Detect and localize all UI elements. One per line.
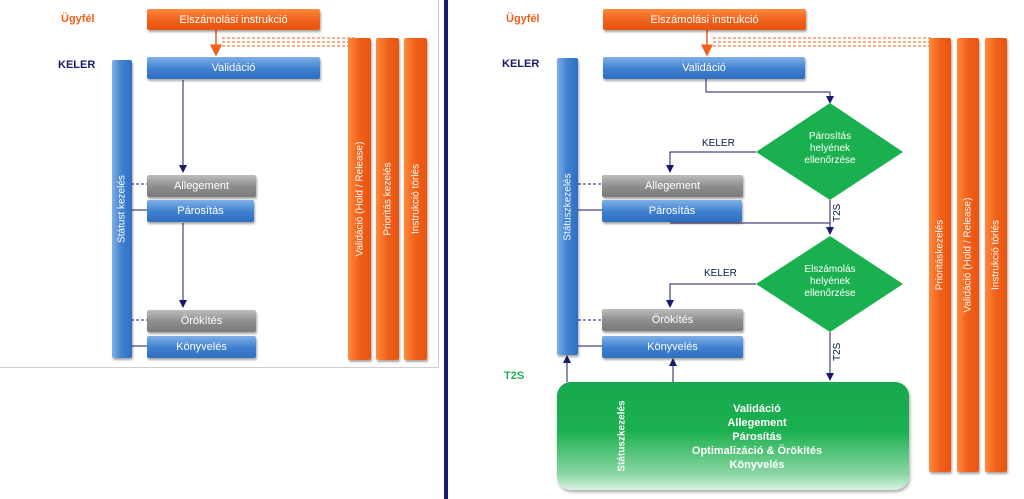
diamond2-label: Elszámolás helyének ellenőrzése: [804, 264, 856, 299]
diamond-settlement-location: [756, 236, 903, 332]
archiving-box: Örökítés: [602, 309, 743, 331]
status-management-bar: Státuszkezelés: [557, 58, 578, 355]
side-bar-validation: Validáció (Hold / Release): [957, 38, 979, 472]
side-bar-validation: Validáció (Hold / Release): [348, 38, 371, 360]
t2s-function-optimization: Optimalizáció & Örökítés: [691, 445, 823, 457]
side-bar-deletion-label: Instrukció törlés: [990, 219, 1002, 291]
diamond-matching-location: [756, 103, 903, 200]
booking-box: Könyvelés: [147, 336, 256, 358]
t2s-function-booking: Könyvelés: [729, 459, 785, 471]
edge-label-keler-1: KELER: [702, 138, 735, 149]
side-bar-priority-label: Prioritás kezelés: [382, 162, 393, 236]
matching-box: Párosítás: [147, 200, 254, 222]
validation-box: Validáció: [147, 57, 320, 79]
diamond1-label: Párosítás helyének ellenőrzése: [804, 131, 856, 166]
left-panel: Ügyfél KELER Elszámolási instrukció Vali…: [0, 0, 444, 499]
side-bar-priority: Prioritás kezelés: [376, 38, 399, 360]
t2s-function-validation: Validáció: [733, 403, 781, 415]
role-t2s: T2S: [504, 370, 525, 382]
edge-label-t2s-1: T2S: [832, 203, 843, 222]
side-bar-validation-label: Validáció (Hold / Release): [962, 197, 974, 313]
t2s-function-matching: Párosítás: [732, 431, 782, 443]
role-keler: KELER: [58, 59, 96, 71]
side-bar-priority-label: Prioritáskezelés: [934, 219, 946, 291]
status-management-label: Státust kezelés: [116, 175, 128, 243]
archiving-box: Örökítés: [147, 310, 256, 332]
side-bar-deletion-label: Instrukció törlés: [410, 163, 421, 235]
matching-box: Párosítás: [602, 200, 742, 222]
booking-box: Könyvelés: [602, 336, 743, 358]
t2s-function-allegement: Allegement: [727, 417, 787, 429]
panel-divider: [444, 0, 448, 499]
t2s-functions: Validáció Allegement Párosítás Optimaliz…: [667, 402, 847, 472]
left-connectors: [131, 30, 355, 347]
role-client: Ügyfél: [506, 13, 540, 25]
allegement-box: Allegement: [147, 175, 256, 197]
t2s-box: Státuszkezelés Validáció Allegement Páro…: [557, 382, 909, 490]
status-management-label: Státuszkezelés: [562, 172, 573, 241]
instruction-box: Elszámolási instrukció: [603, 9, 806, 30]
side-bar-deletion: Instrukció törlés: [404, 38, 427, 360]
validation-box: Validáció: [603, 57, 805, 79]
t2s-status-label: Státuszkezelés: [616, 400, 628, 472]
status-management-bar: Státust kezelés: [112, 60, 132, 358]
role-client: Ügyfél: [61, 13, 95, 25]
right-connectors: [563, 30, 933, 382]
edge-label-t2s-2: T2S: [832, 342, 843, 361]
side-bar-validation-label: Validáció (Hold / Release): [354, 141, 365, 257]
right-panel: Ügyfél KELER T2S Elszámolási instrukció …: [448, 0, 1024, 499]
side-bar-deletion: Instrukció törlés: [985, 38, 1007, 472]
role-keler: KELER: [502, 58, 540, 70]
instruction-box: Elszámolási instrukció: [147, 9, 320, 30]
allegement-box: Allegement: [602, 175, 743, 197]
side-bar-priority: Prioritáskezelés: [929, 38, 951, 472]
edge-label-keler-2: KELER: [704, 268, 737, 279]
